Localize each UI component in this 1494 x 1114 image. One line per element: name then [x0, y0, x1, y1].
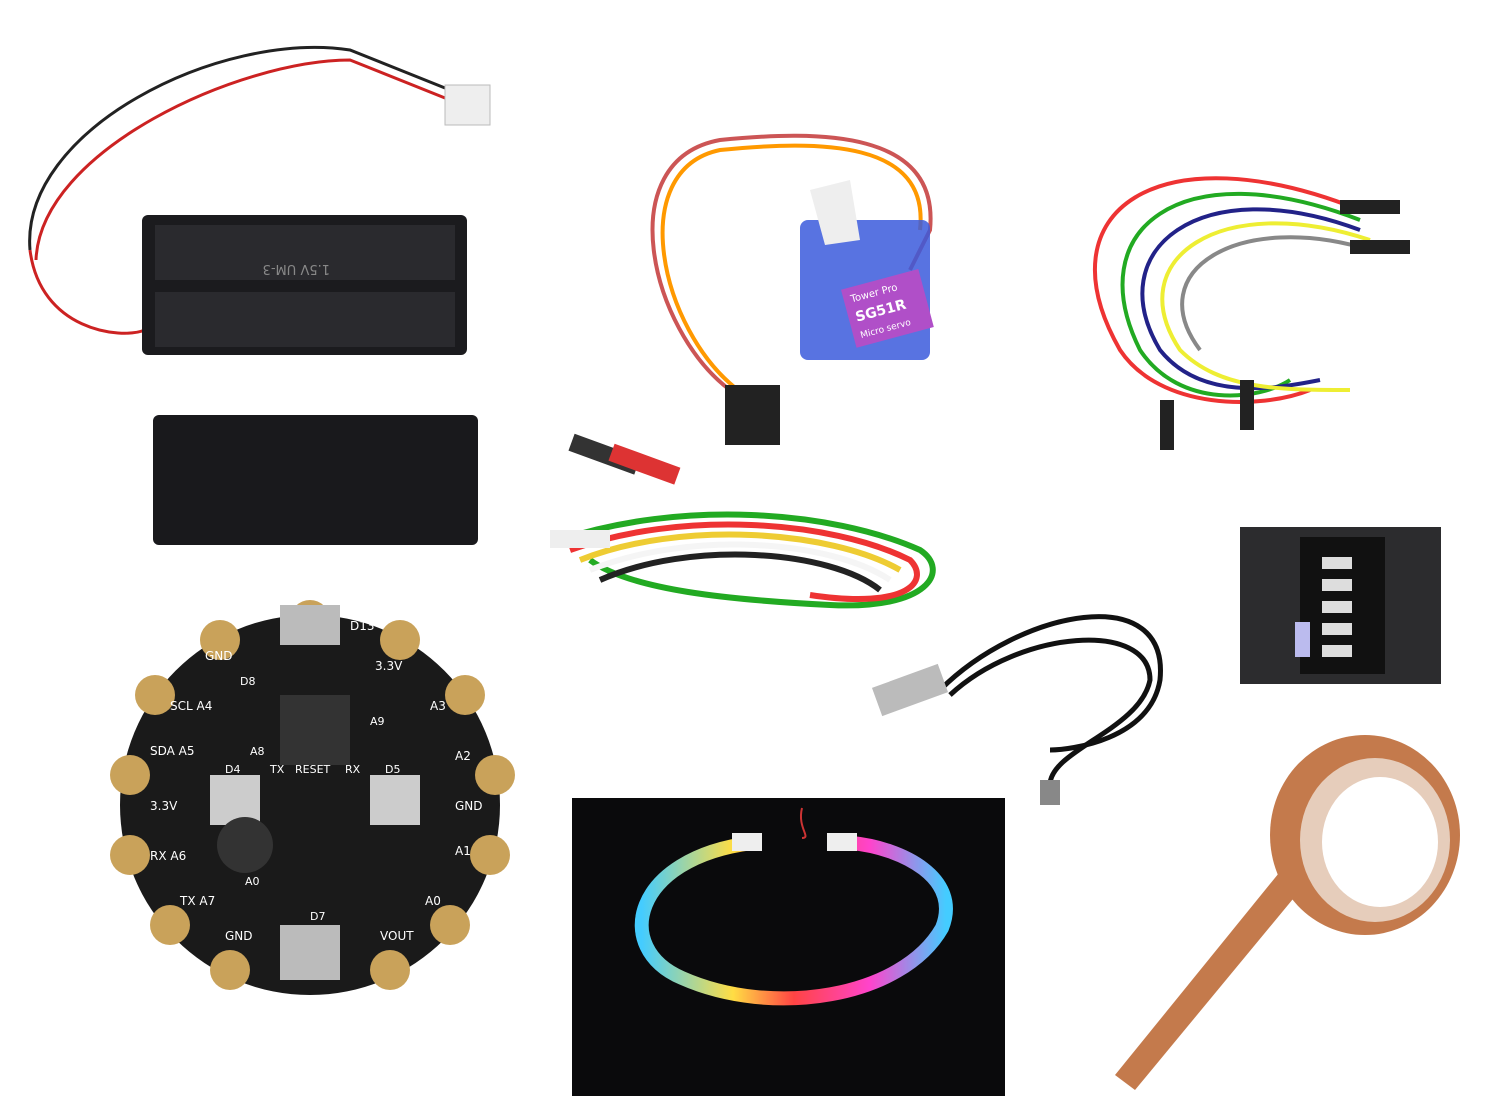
- pin-label: TX A7: [179, 894, 215, 908]
- board-label: D7: [310, 910, 325, 923]
- circuit-playground-board-image: GND SCL A4 SDA A5 3.3V RX A6 TX A7 GND V…: [110, 600, 515, 995]
- board-label: D8: [240, 675, 255, 688]
- battery-holder-image: 1.5V UM-3: [28, 45, 491, 545]
- board-label: TX: [269, 763, 285, 776]
- pin-label: VOUT: [380, 929, 414, 943]
- board-label: RESET: [295, 763, 331, 776]
- alligator-clips-image: [550, 433, 936, 609]
- pin-label: SCL A4: [170, 699, 212, 713]
- pin-label: A0: [425, 894, 441, 908]
- pin-label: A1: [455, 844, 471, 858]
- pin-label: A2: [455, 749, 471, 763]
- board-label: A9: [370, 715, 385, 728]
- board-label: D5: [385, 763, 400, 776]
- board-label: RX: [345, 763, 361, 776]
- servo-image: Tower Pro SG51R Micro servo: [650, 133, 934, 445]
- jumper-wires-image: [1092, 176, 1410, 450]
- board-label: A8: [250, 745, 265, 758]
- pin-label: 3.3V: [375, 659, 403, 673]
- pin-label: SDA A5: [150, 744, 195, 758]
- pin-label: GND: [225, 929, 253, 943]
- led-strip-image: [572, 798, 1005, 1096]
- usb-cable-image: [871, 614, 1163, 805]
- pin-label: GND: [455, 799, 483, 813]
- led-sequin-board-image: [1240, 527, 1441, 684]
- pin-label: A3: [430, 699, 446, 713]
- pin-label: D13: [350, 619, 375, 633]
- battery-label: 1.5V UM-3: [263, 261, 330, 276]
- pin-label: 3.3V: [150, 799, 178, 813]
- board-label: D4: [225, 763, 240, 776]
- board-label: A0: [245, 875, 260, 888]
- pin-label: GND: [205, 649, 233, 663]
- pin-label: RX A6: [150, 849, 186, 863]
- copper-tape-image: [1115, 735, 1460, 1090]
